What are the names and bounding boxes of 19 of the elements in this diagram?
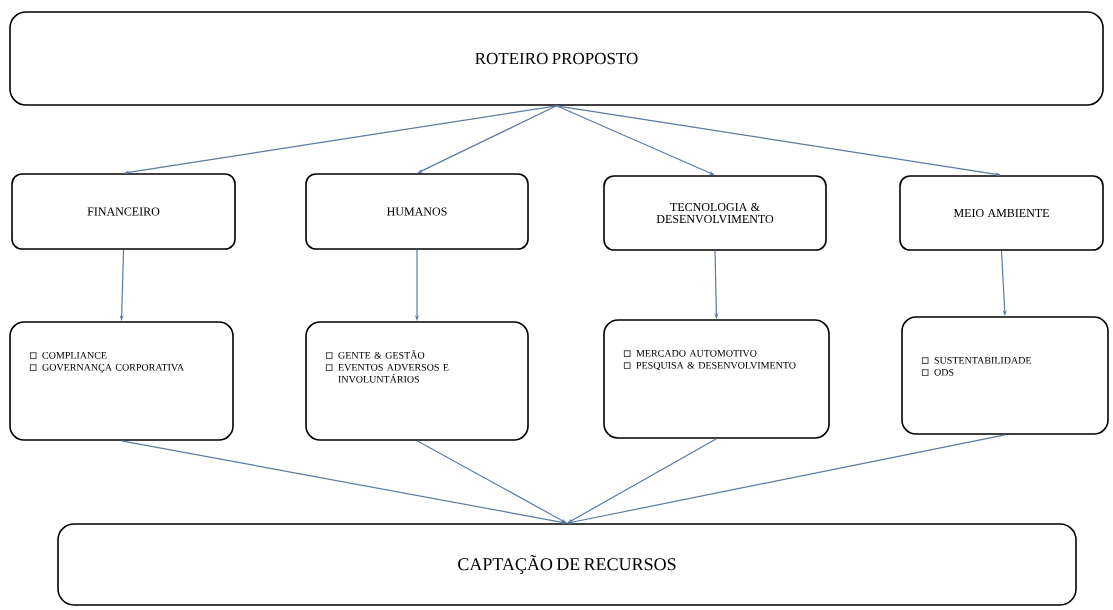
- category-box: MEIO AMBIENTE: [899, 175, 1104, 251]
- topic-list-box: [9, 321, 234, 441]
- list-item: EVENTOS ADVERSOS E INVOLUNTÁRIOS: [338, 364, 449, 383]
- list-item: SUSTENTABILIDADE: [934, 357, 1032, 364]
- category-box: FINANCEIRO: [11, 173, 236, 250]
- list-item: MERCADO AUTOMOTIVO: [636, 350, 757, 357]
- list-item: GOVERNANÇA CORPORATIVA: [42, 364, 184, 373]
- list-item: ODS: [934, 369, 954, 376]
- list-item: PESQUISA & DESENVOLVIMENTO: [636, 361, 796, 371]
- topic-list-box: [603, 319, 830, 439]
- category-box: TECNOLOGIA & DESENVOLVIMENTO: [603, 175, 827, 251]
- heading-box: CAPTAÇÃO DE RECURSOS: [57, 523, 1077, 606]
- heading-box: ROTEIRO PROPOSTO: [9, 11, 1104, 106]
- list-item: COMPLIANCE: [42, 352, 107, 359]
- topic-list-box: [901, 316, 1109, 435]
- arrow: [555, 105, 715, 176]
- list-item: GENTE & GESTÃO: [338, 350, 425, 359]
- category-box: HUMANOS: [305, 173, 529, 250]
- topic-list-box: [305, 321, 529, 441]
